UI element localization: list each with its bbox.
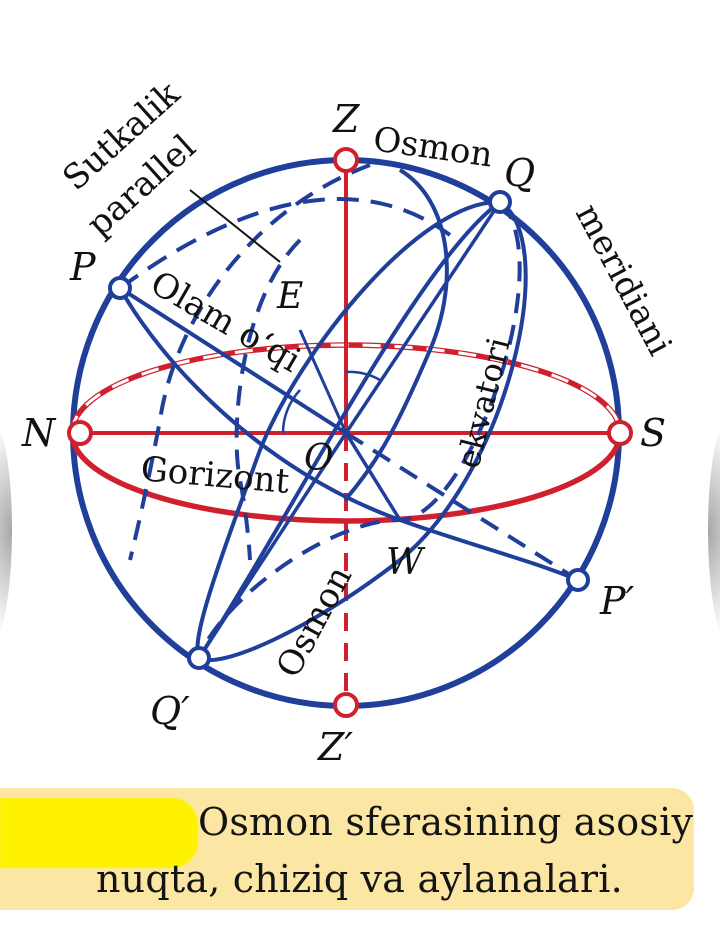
label-e: E — [276, 276, 303, 317]
south-point — [607, 420, 633, 446]
equator-ellipse-front — [198, 200, 528, 663]
label-z: Z — [332, 97, 360, 141]
equator-ellipse-back — [195, 199, 501, 659]
label-pprime: P′ — [599, 579, 635, 623]
o-to-qprime-line — [197, 432, 348, 659]
label-n: N — [21, 411, 57, 455]
meridian-arc-right — [343, 168, 449, 502]
world-axis-front — [118, 286, 348, 435]
label-s: S — [640, 411, 666, 455]
o-to-w-line — [344, 432, 402, 521]
label-gorizont: Gorizont — [139, 449, 291, 502]
p-point — [108, 276, 132, 300]
parallel-pointer-line — [189, 189, 281, 263]
nadir-point — [333, 692, 359, 718]
world-axis-back-dashed — [344, 431, 580, 582]
label-qprime: Q′ — [150, 689, 190, 733]
celestial-equator-front — [197, 200, 502, 660]
label-q: Q — [504, 151, 535, 195]
diurnal-parallel-front — [118, 197, 452, 290]
o-to-q-line — [344, 201, 502, 434]
label-zprime: Z′ — [317, 725, 353, 769]
celestial-sphere-diagram: Z Osmon Q meridiani Sutkalik parallel P … — [21, 74, 680, 769]
q-point — [488, 190, 512, 214]
zenith-point — [333, 147, 359, 173]
label-p: P — [69, 245, 97, 289]
o-to-e-line — [298, 329, 348, 434]
north-point — [67, 420, 93, 446]
label-osmon-top: Osmon — [371, 119, 495, 175]
page-edge-shadow-left — [0, 420, 12, 640]
qprime-point — [187, 646, 211, 670]
pprime-point — [566, 568, 590, 592]
yellow-highlight-mark — [0, 798, 198, 868]
page-edge-shadow-right — [708, 420, 720, 640]
celestial-equator-back — [197, 200, 522, 659]
diurnal-parallel-dashed — [128, 163, 371, 561]
p-to-w-arc — [118, 287, 401, 522]
angle-arc-left — [281, 389, 301, 434]
caption-line-2: nuqta, chiziq va aylanalari. — [96, 857, 623, 901]
caption-line-1: Osmon sferasining asosiy — [198, 800, 694, 844]
label-o: O — [304, 438, 334, 479]
w-to-pprime-arc — [399, 518, 579, 582]
label-meridiani: meridiani — [567, 197, 680, 362]
angle-arc-right — [345, 370, 381, 382]
label-w: W — [386, 542, 426, 583]
